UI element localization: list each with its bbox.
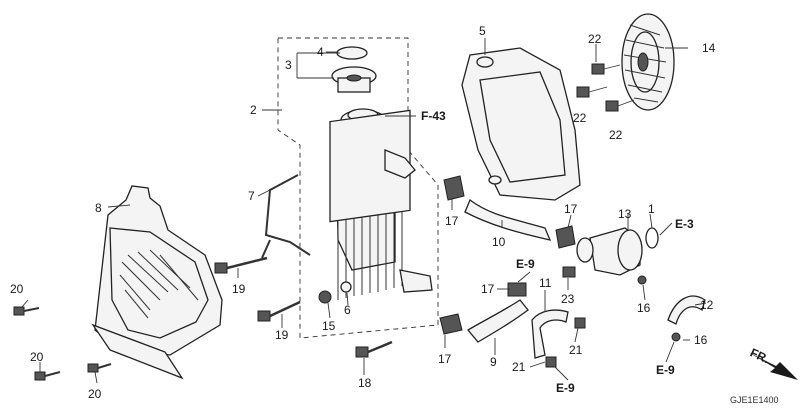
callout-22-a: 22 [588, 32, 602, 46]
radiator-cap [331, 66, 377, 93]
callout-18: 18 [358, 376, 372, 390]
callout-14: 14 [702, 41, 716, 55]
diagram-code: GJE1E1400 [730, 395, 779, 405]
leader-lines [21, 38, 707, 384]
callout-22-c: 22 [609, 128, 623, 142]
callout-1: 1 [648, 202, 655, 216]
fan-cover [461, 47, 581, 201]
callout-16-a: 16 [637, 301, 651, 315]
callout-20-b: 20 [30, 350, 44, 364]
callout-20-c: 20 [88, 387, 102, 401]
callout-5: 5 [479, 24, 486, 38]
callout-17-d: 17 [438, 352, 452, 366]
hose-11 [531, 309, 569, 359]
callout-12: 12 [700, 298, 714, 312]
callout-8: 8 [95, 201, 102, 215]
thermostat-housing [576, 227, 659, 276]
callout-2: 2 [250, 103, 257, 117]
cooling-fan [621, 13, 675, 111]
callout-22-b: 22 [573, 111, 587, 125]
callout-11: 11 [539, 276, 552, 290]
callout-17-b: 17 [564, 202, 578, 216]
ref-e9-top: E-9 [516, 257, 535, 271]
bolts [13, 63, 681, 381]
callout-13: 13 [618, 207, 632, 221]
hose-clamp [439, 175, 576, 335]
callout-17-c: 17 [481, 282, 495, 296]
callout-20-a: 20 [10, 282, 24, 296]
callout-3: 3 [285, 58, 292, 72]
callout-23: 23 [561, 292, 575, 306]
callout-21-b: 21 [512, 360, 526, 374]
o-ring [645, 227, 659, 249]
hose-12 [667, 295, 706, 325]
radiator-cap-seal [336, 46, 368, 60]
ref-e9-bottom: E-9 [556, 381, 575, 395]
callout-19-a: 19 [232, 282, 246, 296]
ref-e3: E-3 [675, 217, 694, 231]
ref-e9-right: E-9 [656, 363, 675, 377]
shroud [91, 185, 223, 380]
callout-16-b: 16 [694, 333, 708, 347]
hose-10 [464, 198, 552, 241]
bracket [261, 174, 311, 259]
callout-10: 10 [492, 235, 506, 249]
radiator [329, 108, 433, 300]
callout-21-a: 21 [569, 343, 583, 357]
callout-9: 9 [490, 355, 497, 369]
callout-15: 15 [322, 319, 336, 333]
callout-19-b: 19 [275, 328, 289, 342]
callout-6: 6 [344, 303, 351, 317]
front-direction-arrow [748, 352, 798, 380]
callout-4: 4 [317, 45, 324, 59]
ref-f43: F-43 [421, 109, 446, 123]
callout-17-a: 17 [445, 214, 459, 228]
hose-9 [467, 299, 529, 343]
callout-7: 7 [248, 189, 255, 203]
